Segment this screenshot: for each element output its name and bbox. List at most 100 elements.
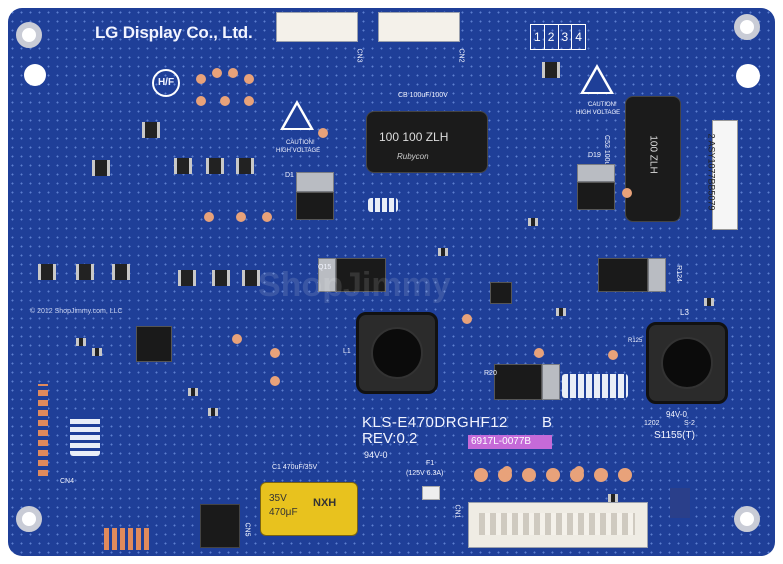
copper-pad — [534, 348, 544, 358]
smd-component — [528, 218, 538, 226]
mounting-hole-bottom-left — [16, 506, 42, 532]
copper-pad — [196, 96, 206, 106]
diode-d1-tab — [296, 172, 334, 192]
designator-r20: R125 — [628, 338, 643, 344]
copper-pad — [236, 212, 246, 222]
smd-component — [92, 348, 102, 356]
smd-ic — [142, 122, 160, 138]
ul-code: 1202 — [644, 420, 660, 427]
smd-ic — [174, 158, 192, 174]
mounting-hole-top-right — [734, 14, 760, 40]
channel-number: 2 — [545, 25, 559, 49]
transistor-q15 — [598, 258, 648, 292]
designator-d19: D19 — [588, 152, 601, 159]
cn4-edge-pads — [38, 384, 48, 476]
smd-component — [556, 308, 566, 316]
copper-pad — [270, 348, 280, 358]
c52-capacitor-text: 100 ZLH — [647, 135, 659, 174]
sticker-id-text: 2 ASY1077BB5079 — [706, 133, 717, 211]
smd-component — [188, 388, 198, 396]
ul-sub: S-2 — [684, 420, 695, 427]
caution-right-line1: CAUTION! — [588, 102, 617, 108]
smd-ic — [542, 62, 560, 78]
c1-capacitor-capacitance: 470μF — [269, 507, 298, 518]
transistor-q1 — [336, 258, 386, 292]
smd-ic — [178, 270, 196, 286]
connector-cn5 — [200, 504, 240, 548]
resistor-array — [562, 374, 628, 398]
smd-component — [704, 298, 714, 306]
resistor-array — [368, 198, 398, 212]
c1-capacitor-voltage: 35V — [269, 493, 287, 504]
mounting-hole-top-left-2 — [24, 64, 46, 86]
diode-d1 — [296, 192, 334, 220]
copper-pad — [618, 468, 632, 482]
standard-label: S1155(T) — [654, 430, 695, 441]
channel-number: 4 — [575, 30, 582, 44]
caution-right-line2: HIGH VOLTAGE — [576, 110, 621, 116]
cb-capacitor-label: CB 100uF/100V — [398, 92, 448, 99]
inductor-l1 — [356, 312, 438, 394]
part-number-badge: 6917L-0077B — [468, 435, 552, 449]
copyright-label: © 2012 ShopJimmy.com, LLC — [30, 308, 123, 315]
high-voltage-warning-icon — [280, 100, 314, 130]
hf-badge: H/F — [152, 69, 180, 97]
model-label: KLS-E470DRGHF12 — [362, 414, 508, 431]
brand-label: LG Display Co., Ltd. — [95, 23, 253, 42]
designator-cn3: CN3 — [355, 48, 363, 63]
connector-cn1 — [468, 502, 648, 548]
bottom-edge-pads — [104, 528, 152, 550]
revision-label: REV:0.2 — [362, 430, 418, 447]
transistor-q2 — [494, 364, 542, 400]
transistor-q1-tab — [318, 258, 336, 292]
smd-ic — [92, 160, 110, 176]
smd-component — [76, 338, 86, 346]
copper-pad — [262, 212, 272, 222]
diode-d19-tab — [577, 164, 615, 182]
smd-component — [438, 248, 448, 256]
smd-ic — [242, 270, 260, 286]
mounting-hole-top-right-2 — [736, 64, 760, 88]
copper-pad — [622, 188, 632, 198]
smd-component — [608, 494, 618, 502]
hf-label: H/F — [157, 77, 175, 88]
copper-pad — [594, 468, 608, 482]
caution-left-line2: HIGH VOLTAGE — [276, 148, 321, 154]
copper-pad — [228, 68, 238, 78]
designator-q15: R124 — [674, 265, 682, 282]
designator-l3: L3 — [680, 308, 689, 317]
ul-mark: 94V-0 — [666, 410, 687, 419]
designator-d1: D1 — [285, 172, 294, 179]
copper-pad — [522, 468, 536, 482]
connector-pins — [479, 513, 635, 535]
mounting-hole-bottom-right — [734, 506, 760, 532]
copper-pad — [204, 212, 214, 222]
copper-pad — [270, 376, 280, 386]
flammability-label: 94V-0 — [364, 450, 388, 460]
fuse-label: F1 — [426, 460, 435, 467]
connector-cn3 — [276, 12, 358, 42]
c1-capacitor-series: NXH — [313, 497, 337, 509]
designator-l1: L1 — [343, 348, 351, 355]
copper-pad — [220, 96, 230, 106]
channel-number: 3 — [559, 25, 573, 49]
copper-pad — [244, 96, 254, 106]
cb-capacitor: 100 100 ZLH Rubycon — [366, 111, 488, 173]
fuse-rating: (125V 6.3A) — [406, 470, 444, 477]
watermark: ShopJimmy — [258, 266, 451, 304]
smd-ic — [212, 270, 230, 286]
copper-pad — [474, 468, 488, 482]
copper-pad — [546, 468, 560, 482]
designator-q2: R20 — [484, 370, 497, 377]
channel-numbers-box: 1 2 3 4 — [530, 24, 586, 50]
resistor-array — [70, 416, 100, 456]
copper-pad — [608, 350, 618, 360]
inductor-l3 — [646, 322, 728, 404]
copper-pad — [212, 68, 222, 78]
caution-left-line1: CAUTION! — [286, 140, 315, 146]
smd-ic — [38, 264, 56, 280]
smd-component — [208, 408, 218, 416]
c1-capacitor-label: C1 470uF/35V — [272, 464, 318, 471]
model-suffix: B — [542, 414, 553, 431]
copper-pad — [498, 468, 512, 482]
